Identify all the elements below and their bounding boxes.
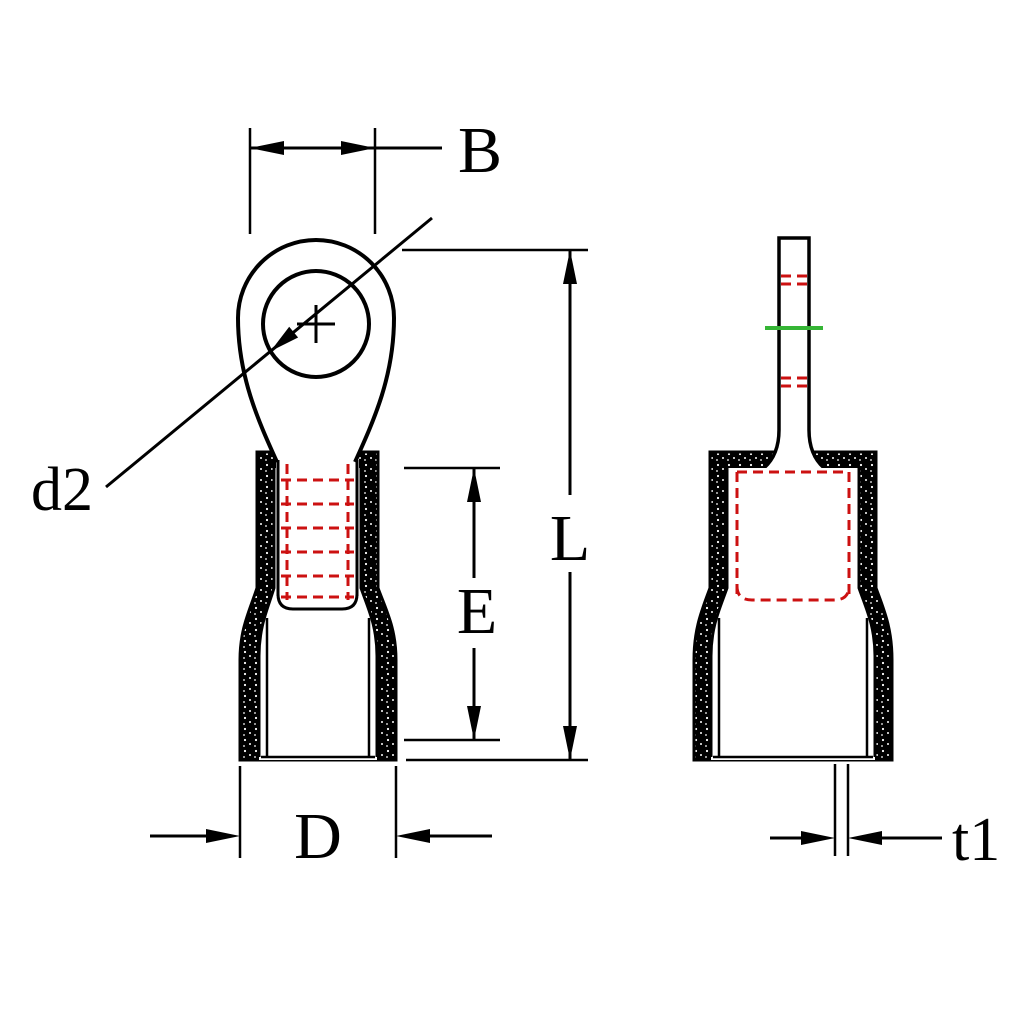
dimension-b: B — [248, 114, 502, 234]
front-wire-barrel-bottom — [276, 593, 359, 611]
dimension-l: L — [402, 248, 590, 762]
side-tab — [762, 236, 826, 470]
arrowhead-left — [848, 831, 882, 845]
dimension-label-t1: t1 — [952, 806, 1000, 874]
arrowhead-right — [341, 141, 375, 155]
side-wire-barrel-hidden — [735, 470, 851, 602]
arrowhead-left — [396, 829, 430, 843]
side-cavity — [711, 468, 875, 760]
front-cavity-wall-right — [359, 468, 379, 757]
dimension-label-d: D — [294, 800, 342, 873]
hidden-line — [735, 585, 851, 602]
leader-line — [105, 216, 433, 489]
side-cavity-wall-left — [709, 468, 729, 757]
dimension-label-l: L — [550, 502, 590, 575]
arrowhead-right — [801, 831, 835, 845]
front-serrations — [281, 464, 354, 600]
arrowhead-up — [563, 250, 577, 284]
arrowhead-down — [563, 726, 577, 760]
dimension-d: D — [150, 766, 492, 873]
front-wire-barrel-edges — [276, 460, 359, 596]
dimension-d2: d2 — [31, 216, 433, 524]
dimension-label-b: B — [458, 114, 502, 187]
front-wire-barrel — [276, 458, 359, 608]
side-cavity-wall-right — [857, 468, 877, 757]
front-cavity-wall-left — [257, 468, 276, 757]
arrowhead-d2 — [270, 326, 299, 352]
arrowhead-down — [467, 706, 481, 740]
arrowhead-left — [250, 141, 284, 155]
dimension-e: E — [404, 466, 500, 742]
front-view — [235, 238, 398, 762]
dimension-t1: t1 — [770, 764, 1000, 874]
dimension-label-d2: d2 — [31, 456, 93, 524]
arrowhead-up — [467, 468, 481, 502]
dimension-label-e: E — [457, 575, 497, 648]
tab-markings-red — [781, 274, 807, 388]
arrowhead-right — [206, 829, 240, 843]
side-view — [692, 236, 894, 762]
